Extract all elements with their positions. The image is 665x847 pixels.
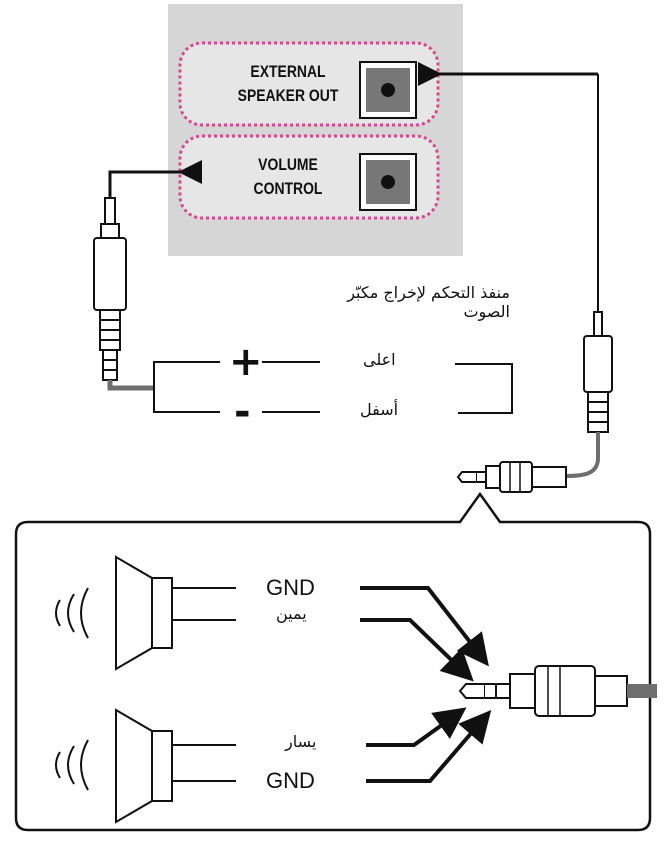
- speaker-out-label-line1: EXTERNAL: [250, 62, 326, 81]
- volume-control-plug: [93, 160, 202, 391]
- port-caption-line1: منفذ التحكم لإخراج مكبّر: [347, 283, 510, 302]
- volume-control-label: VOLUME CONTROL: [227, 153, 350, 201]
- port-caption-line2: الصوت: [463, 302, 510, 321]
- device-panel: [168, 4, 463, 256]
- volume-control-label-line1: VOLUME: [258, 155, 318, 174]
- detail-callout: [14, 491, 652, 832]
- speaker-plug-small: [456, 461, 567, 493]
- volume-up-label: اعلى: [363, 350, 396, 369]
- gnd-top-label: GND: [266, 575, 315, 600]
- speaker-out-jack[interactable]: [359, 61, 417, 119]
- speaker-left: [55, 708, 236, 824]
- volume-control-label-line2: CONTROL: [253, 179, 323, 198]
- minus-symbol: -: [234, 389, 251, 435]
- speaker-out-label-line2: SPEAKER OUT: [237, 86, 339, 105]
- right-channel-label: يمين: [276, 604, 307, 623]
- signal-lines: [360, 586, 492, 783]
- left-channel-label: يسار: [285, 732, 317, 751]
- volume-control-jack[interactable]: [359, 153, 417, 211]
- speaker-out-label: EXTERNAL SPEAKER OUT: [227, 60, 350, 108]
- speaker-right: [55, 555, 236, 671]
- volume-switch-wiring: [153, 361, 513, 414]
- volume-down-label: أسفل: [360, 400, 399, 419]
- plus-symbol: +: [229, 339, 263, 385]
- large-plug: [458, 665, 657, 717]
- port-caption: منفذ التحكم لإخراج مكبّر الصوت: [347, 283, 510, 321]
- speaker-out-plug: [418, 62, 613, 478]
- gnd-bottom-label: GND: [266, 768, 315, 793]
